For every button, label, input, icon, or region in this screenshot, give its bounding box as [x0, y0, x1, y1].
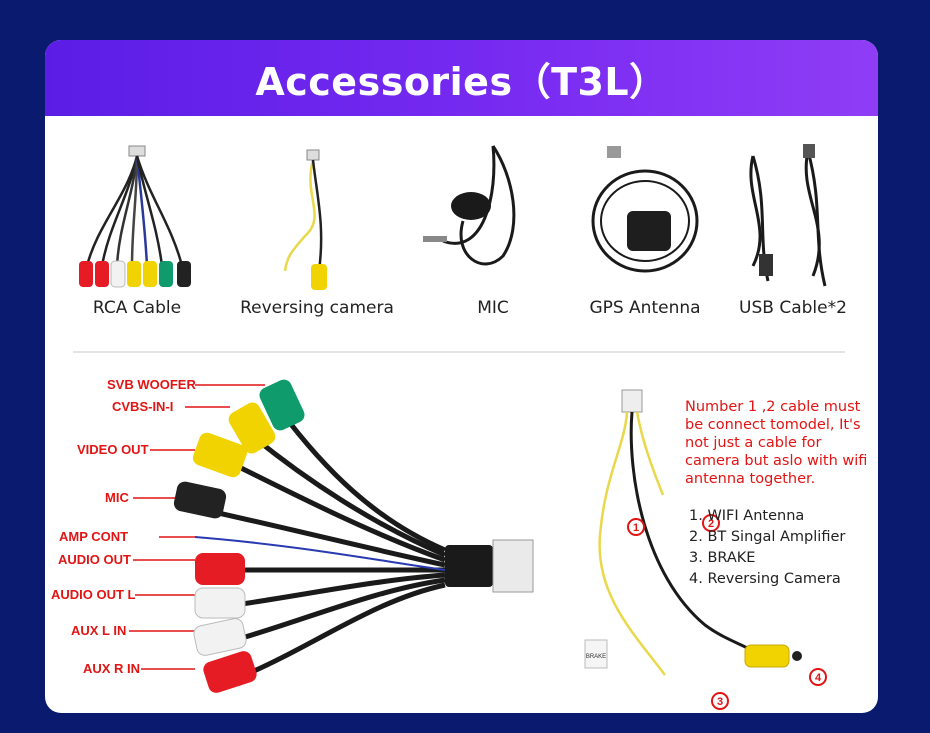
- rca-harness-diagram: SVB WOOFER CVBS-IN-I VIDEO OUT MIC AMP C…: [45, 370, 605, 710]
- marker-3: 3: [717, 696, 723, 708]
- camera-cable-diagram: BRAKE 1 2 3 4: [565, 375, 878, 710]
- brake-tag: BRAKE: [586, 654, 606, 660]
- camera-cable-image: BRAKE 1 2 3 4: [584, 389, 827, 710]
- accessory-usb-cable: USB Cable*2: [713, 116, 873, 336]
- header-banner: Accessories（T3L）: [45, 40, 878, 116]
- legend-item: 4. Reversing Camera: [689, 571, 841, 587]
- accessory-label: MIC: [477, 298, 509, 318]
- legend-item: 2. BT Singal Amplifier: [689, 529, 846, 545]
- label-amp-cont: AMP CONT: [59, 529, 129, 544]
- legend-item: 3. BRAKE: [689, 550, 756, 566]
- label-cvbs-in: CVBS-IN-I: [112, 399, 174, 414]
- marker-2: 2: [708, 518, 714, 530]
- accessory-label: Reversing camera: [240, 298, 394, 318]
- marker-1: 1: [633, 522, 639, 534]
- accessory-gps-antenna: GPS Antenna: [565, 116, 725, 336]
- camera-cable-legend: 1. WIFI Antenna 2. BT Singal Amplifier 3…: [689, 506, 845, 590]
- page-title: Accessories（T3L）: [255, 59, 668, 104]
- accessory-mic: MIC: [413, 116, 573, 336]
- reversing-camera-cable-image: [283, 149, 327, 290]
- accessory-label: USB Cable*2: [739, 298, 847, 318]
- label-video-out: VIDEO OUT: [77, 442, 149, 457]
- usb-cable-image: [749, 144, 827, 287]
- accessory-list: RCA Cable Reversing camera MIC: [45, 116, 878, 346]
- section-divider: [73, 351, 845, 353]
- harness-image: [129, 379, 534, 693]
- accessory-rca-cable: RCA Cable: [57, 116, 217, 336]
- accessory-reversing-camera: Reversing camera: [237, 116, 397, 336]
- label-mic: MIC: [105, 490, 129, 505]
- marker-4: 4: [815, 672, 822, 684]
- legend-item: 1. WIFI Antenna: [689, 508, 805, 524]
- microphone-image: [423, 145, 516, 266]
- label-svb-woofer: SVB WOOFER: [107, 377, 196, 392]
- rca-cable-image: [79, 145, 191, 288]
- gps-antenna-image: [591, 146, 699, 273]
- accessory-label: RCA Cable: [92, 298, 182, 318]
- camera-cable-note: Number 1 ,2 cable must be connect tomode…: [685, 399, 868, 487]
- accessory-label: GPS Antenna: [589, 298, 701, 318]
- label-audio-out-l: AUDIO OUT L: [51, 587, 136, 602]
- label-aux-r-in: AUX R IN: [83, 661, 141, 676]
- label-aux-l-in: AUX L IN: [71, 623, 127, 638]
- label-audio-out: AUDIO OUT: [58, 552, 131, 567]
- accessories-card: Accessories（T3L）: [45, 40, 878, 713]
